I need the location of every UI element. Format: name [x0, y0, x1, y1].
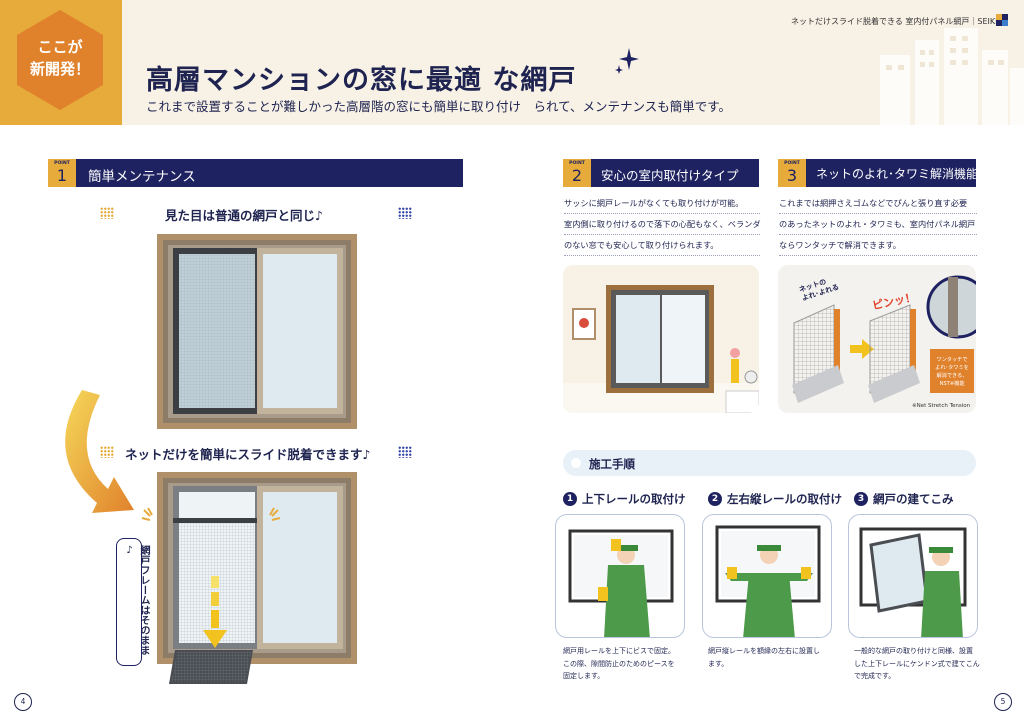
- point2-line: のない窓でも安心して取り付けられます。: [564, 235, 760, 256]
- step1-desc-line: 網戸用レールを上下にビスで固定。: [563, 647, 675, 655]
- page-title: 高層マンションの窓に最適 な網戸: [146, 65, 577, 96]
- dots-decoration: [398, 207, 412, 219]
- point2-line: 室内側に取り付けるので落下の心配もなく、ベランダ: [564, 214, 761, 235]
- point3-title: ネットのよれ･タワミ解消機能: [816, 167, 979, 181]
- step3-desc-line: した上下レールにケンドン式で建てこん: [854, 659, 980, 668]
- point2-line: サッシに網戸レールがなくても取り付けが可能。: [564, 193, 760, 214]
- step1-illustration: [555, 514, 685, 638]
- point2-title: 安心の室内取付けタイプ: [601, 168, 739, 183]
- point3-number-box: POINT 3: [778, 159, 806, 187]
- curved-arrow-icon: [65, 390, 134, 513]
- motion-lines-icon: [141, 507, 153, 521]
- point1-label: POINT: [54, 161, 70, 166]
- step1-header: 1 上下レールの取付け: [563, 491, 686, 507]
- point1-caption-mid: ネットだけを簡単にスライド脱着できます♪: [125, 447, 371, 462]
- step3-title: 網戸の建てこみ: [873, 492, 954, 506]
- dots-decoration: [100, 207, 114, 219]
- step1-number: 1: [563, 492, 577, 506]
- page-number-left: 4: [14, 693, 32, 711]
- step1-description: 網戸用レールを上下にビスで固定。 この際、隙間防止のためのピースを 固定します。: [563, 645, 675, 683]
- running-head: ネットだけスライド脱着できる 室内付パネル網戸｜SEIKI: [791, 17, 998, 26]
- point3-illustration: [778, 265, 976, 413]
- step3-desc-line: 一般的な網戸の取り付けと同様、設置: [854, 647, 973, 655]
- step2-illustration: [702, 514, 832, 638]
- point3-footnote: ※Net Stretch Tension: [912, 403, 971, 409]
- frame-note-bubble: 網戸フレームはそのまま♪: [116, 538, 149, 666]
- step2-desc-line: ます。: [708, 659, 729, 668]
- point3-number: 3: [786, 166, 798, 185]
- badge-line2: 新開発！: [29, 60, 90, 78]
- point3-header: POINT 3 ネットのよれ･タワミ解消機能: [778, 159, 979, 187]
- new-feature-badge-text: ここが 新開発！: [17, 36, 103, 80]
- point2-number-box: POINT 2: [563, 159, 591, 187]
- point3-callout: ワンタッチで よれ･タワミを 解消できる、 NST※機能: [935, 357, 969, 387]
- badge-line1: ここが: [37, 38, 83, 56]
- point3-label: POINT: [784, 161, 800, 166]
- step2-description: 網戸縦レールを額縁の左右に設置し ます。: [708, 645, 820, 670]
- frame-note-text: 網戸フレームはそのまま♪: [124, 545, 149, 655]
- page-header: [0, 0, 1024, 125]
- window-net-sliding-illustration: [157, 472, 357, 684]
- point3-description: これまでは網押さえゴムなどでぴんと張り直す必要 のあったネットのよれ・タワミも、…: [779, 193, 977, 256]
- point2-label: POINT: [569, 161, 585, 166]
- point1-title: 簡単メンテナンス: [88, 169, 196, 185]
- step3-desc-line: で完成です。: [854, 672, 896, 680]
- step2-desc-line: 網戸縦レールを額縁の左右に設置し: [708, 647, 820, 655]
- step1-desc-line: 固定します。: [563, 672, 605, 680]
- step3-number: 3: [854, 492, 868, 506]
- install-steps-header: 施工手順: [563, 450, 976, 476]
- point2-description: サッシに網戸レールがなくても取り付けが可能。 室内側に取り付けるので落下の心配も…: [564, 193, 761, 256]
- point3-line: ならワンタッチで解消できます。: [779, 235, 977, 256]
- city-skyline-illustration: [880, 28, 1024, 125]
- page-number-right: 5: [994, 693, 1012, 711]
- point1-caption-top: 見た目は普通の網戸と同じ♪: [165, 208, 323, 223]
- motion-lines-icon: [269, 507, 281, 521]
- step1-desc-line: この際、隙間防止のためのピースを: [563, 659, 675, 668]
- step3-illustration: [848, 514, 978, 638]
- point3-line: のあったネットのよれ・タワミも、室内付パネル網戸: [779, 214, 977, 235]
- window-closed-illustration: [157, 234, 357, 429]
- page-subtitle: これまで設置することが難しかった高層階の窓にも簡単に取り付け られて、メンテナン…: [146, 99, 732, 114]
- step3-header: 3 網戸の建てこみ: [854, 491, 954, 507]
- point1-number: 1: [56, 166, 68, 185]
- brand-mark-icon: [996, 14, 1008, 26]
- point3-line: これまでは網押さえゴムなどでぴんと張り直す必要: [779, 193, 977, 214]
- point2-header: POINT 2 安心の室内取付けタイプ: [563, 159, 759, 187]
- step2-header: 2 左右縦レールの取付け: [708, 491, 842, 507]
- step3-description: 一般的な網戸の取り付けと同様、設置 した上下レールにケンドン式で建てこん で完成…: [854, 645, 980, 683]
- point2-number: 2: [571, 166, 583, 185]
- point1-header: POINT 1 簡単メンテナンス: [48, 159, 463, 187]
- install-steps-title: 施工手順: [589, 457, 635, 471]
- dots-decoration: [100, 446, 114, 458]
- step2-number: 2: [708, 492, 722, 506]
- step1-title: 上下レールの取付け: [582, 492, 686, 506]
- step2-title: 左右縦レールの取付け: [727, 492, 842, 506]
- point1-number-box: POINT 1: [48, 159, 76, 187]
- bullet-icon: [571, 458, 581, 468]
- dots-decoration: [398, 446, 412, 458]
- point2-illustration: [563, 265, 759, 413]
- sparkle-icon: [615, 48, 639, 74]
